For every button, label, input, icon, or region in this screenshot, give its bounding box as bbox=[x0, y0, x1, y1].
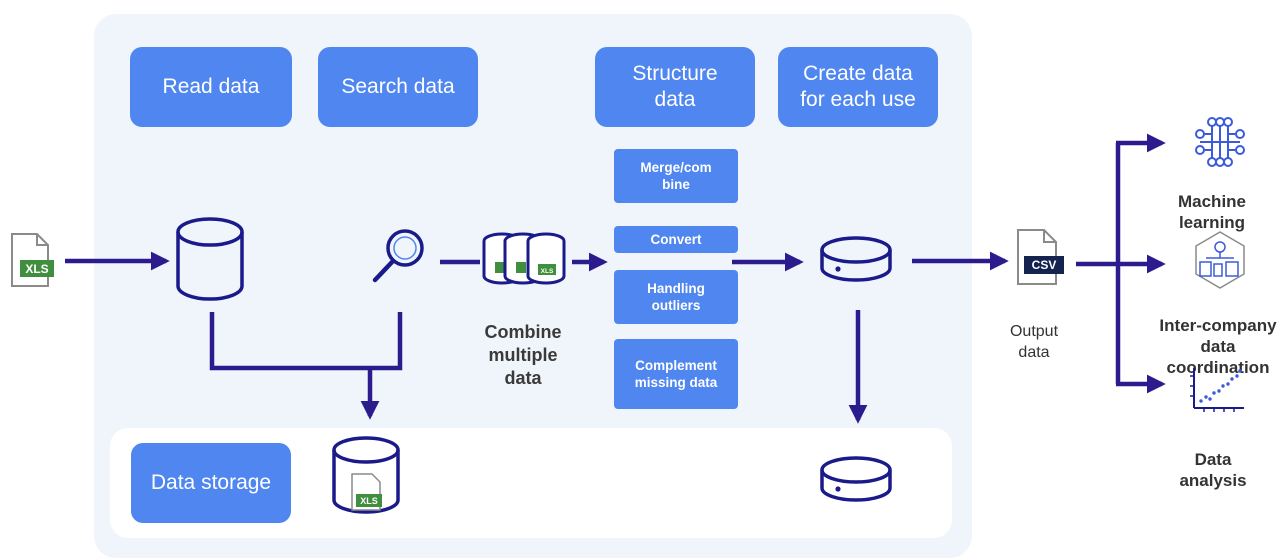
storage-disk-icon-2 bbox=[820, 456, 892, 502]
svg-text:XLS: XLS bbox=[541, 268, 554, 275]
search-data-label: Search data bbox=[341, 75, 455, 98]
read-data-box: Read data bbox=[130, 47, 292, 127]
csv-output-badge: CSV bbox=[1032, 258, 1057, 272]
output-data-caption: Output data bbox=[1009, 323, 1059, 361]
structure-data-box: Structure data bbox=[595, 47, 755, 127]
data-analysis-label: Data analysis bbox=[1179, 450, 1247, 490]
create-data-label: Create data for each use bbox=[800, 62, 916, 111]
combine-multiple-caption: Combine multiple data bbox=[484, 322, 562, 388]
data-storage-box: Data storage bbox=[131, 443, 291, 523]
op-convert: Convert bbox=[614, 226, 738, 253]
op-complement-missing-label: Complement missing data bbox=[634, 358, 718, 390]
data-analysis-icon bbox=[1190, 368, 1244, 412]
op-handling-outliers-label: Handling outliers bbox=[647, 281, 705, 313]
search-data-box: Search data bbox=[318, 47, 478, 127]
op-complement-missing: Complement missing data bbox=[614, 339, 738, 409]
svg-text:XLS: XLS bbox=[360, 496, 378, 506]
combined-databases-icon: XLS bbox=[482, 232, 566, 285]
machine-learning-label: Machine learning bbox=[1177, 192, 1247, 232]
database-icon bbox=[176, 217, 244, 301]
storage-database-xls-icon: XLS bbox=[332, 436, 400, 514]
storage-disk-icon bbox=[820, 236, 892, 282]
structure-data-label: Structure data bbox=[632, 62, 718, 111]
op-merge-combine-label: Merge/com bine bbox=[640, 160, 712, 192]
data-storage-label: Data storage bbox=[150, 471, 272, 494]
op-handling-outliers: Handling outliers bbox=[614, 270, 738, 324]
xls-file-icon: XLS bbox=[11, 233, 54, 287]
search-magnifier-icon bbox=[372, 229, 424, 283]
inter-company-icon bbox=[1195, 231, 1245, 289]
machine-learning-icon bbox=[1195, 117, 1245, 167]
csv-file-icon: CSV bbox=[1017, 229, 1064, 285]
read-data-label: Read data bbox=[162, 75, 260, 98]
create-data-box: Create data for each use bbox=[778, 47, 938, 127]
connector-read-search-to-storage bbox=[209, 312, 403, 371]
connectors bbox=[65, 133, 1166, 424]
inter-company-label: Inter-company data coordination bbox=[1159, 316, 1277, 377]
xls-input-badge: XLS bbox=[25, 262, 48, 276]
op-convert-label: Convert bbox=[650, 232, 702, 247]
op-merge-combine: Merge/com bine bbox=[614, 149, 738, 203]
db-combine-3: XLS bbox=[526, 232, 566, 285]
